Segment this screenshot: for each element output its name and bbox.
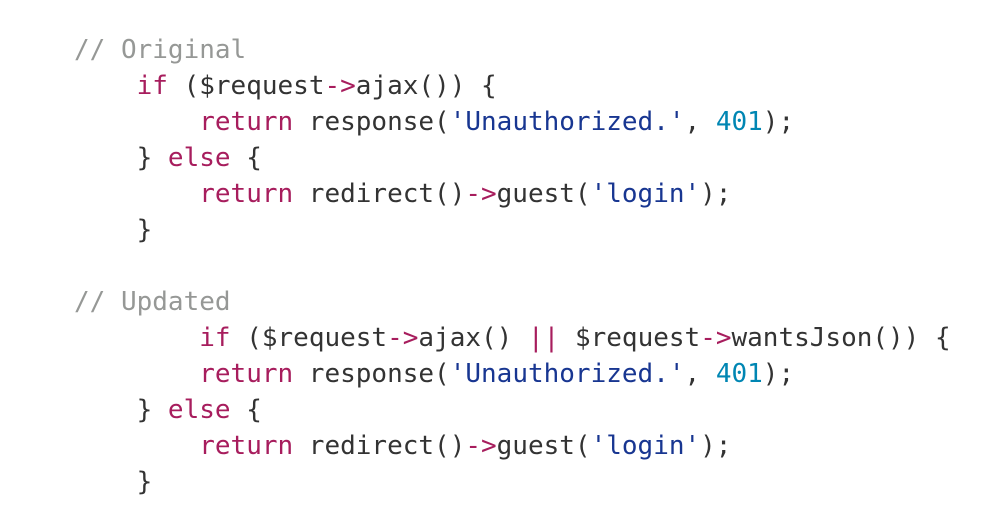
- comment-token: // Updated: [74, 287, 231, 317]
- code-block: // Original if ($request->ajax()) { retu…: [74, 32, 951, 500]
- plain-token: ajax(): [418, 323, 528, 353]
- plain-token: [74, 431, 199, 461]
- plain-token: ajax()) {: [355, 71, 497, 101]
- string-token: 'login': [590, 179, 701, 209]
- keyword-token: ->: [324, 71, 356, 101]
- plain-token: guest(: [496, 431, 591, 461]
- plain-token: $request: [559, 323, 701, 353]
- plain-token: );: [700, 431, 732, 461]
- code-line: // Original: [74, 32, 951, 68]
- plain-token: ($request: [230, 323, 388, 353]
- code-line: [74, 248, 951, 284]
- code-line: return redirect()->guest('login');: [74, 176, 951, 212]
- plain-token: );: [762, 107, 795, 137]
- code-line: } else {: [74, 140, 951, 176]
- number-token: 401: [715, 359, 763, 389]
- plain-token: response(: [293, 107, 450, 137]
- keyword-token: ->: [700, 323, 732, 353]
- plain-token: {: [230, 395, 262, 425]
- plain-token: response(: [293, 359, 450, 389]
- plain-token: [74, 179, 199, 209]
- code-line: } else {: [74, 392, 951, 428]
- code-line: if ($request->ajax() || $request->wantsJ…: [74, 320, 951, 356]
- plain-token: [74, 323, 199, 353]
- plain-token: [74, 359, 199, 389]
- plain-token: }: [74, 143, 168, 173]
- plain-token: ($request: [167, 71, 325, 101]
- keyword-token: return: [199, 179, 294, 209]
- code-line: return redirect()->guest('login');: [74, 428, 951, 464]
- code-line: return response('Unauthorized.', 401);: [74, 356, 951, 392]
- plain-token: [74, 107, 199, 137]
- comment-token: // Original: [74, 35, 247, 65]
- plain-token: [74, 71, 137, 101]
- plain-token: );: [762, 359, 795, 389]
- plain-token: ,: [684, 359, 716, 389]
- keyword-token: if: [199, 323, 231, 353]
- keyword-token: return: [199, 431, 294, 461]
- keyword-token: ->: [465, 179, 497, 209]
- plain-token: redirect(): [293, 179, 466, 209]
- keyword-token: ||: [527, 323, 560, 353]
- code-line: if ($request->ajax()) {: [74, 68, 951, 104]
- plain-token: guest(: [496, 179, 591, 209]
- keyword-token: else: [167, 395, 231, 425]
- keyword-token: return: [199, 107, 294, 137]
- keyword-token: return: [199, 359, 294, 389]
- plain-token: {: [230, 143, 262, 173]
- plain-token: ,: [684, 107, 716, 137]
- keyword-token: ->: [465, 431, 497, 461]
- plain-token: }: [74, 215, 153, 245]
- number-token: 401: [715, 107, 763, 137]
- string-token: 'login': [590, 431, 701, 461]
- string-token: 'Unauthorized.': [449, 359, 685, 389]
- plain-token: redirect(): [293, 431, 466, 461]
- plain-token: }: [74, 395, 168, 425]
- plain-token: }: [74, 467, 153, 497]
- keyword-token: else: [167, 143, 231, 173]
- code-line: return response('Unauthorized.', 401);: [74, 104, 951, 140]
- code-line: // Updated: [74, 284, 951, 320]
- code-line: }: [74, 464, 951, 500]
- plain-token: );: [700, 179, 732, 209]
- code-line: }: [74, 212, 951, 248]
- keyword-token: if: [136, 71, 168, 101]
- string-token: 'Unauthorized.': [449, 107, 685, 137]
- keyword-token: ->: [387, 323, 419, 353]
- plain-token: wantsJson()) {: [731, 323, 951, 353]
